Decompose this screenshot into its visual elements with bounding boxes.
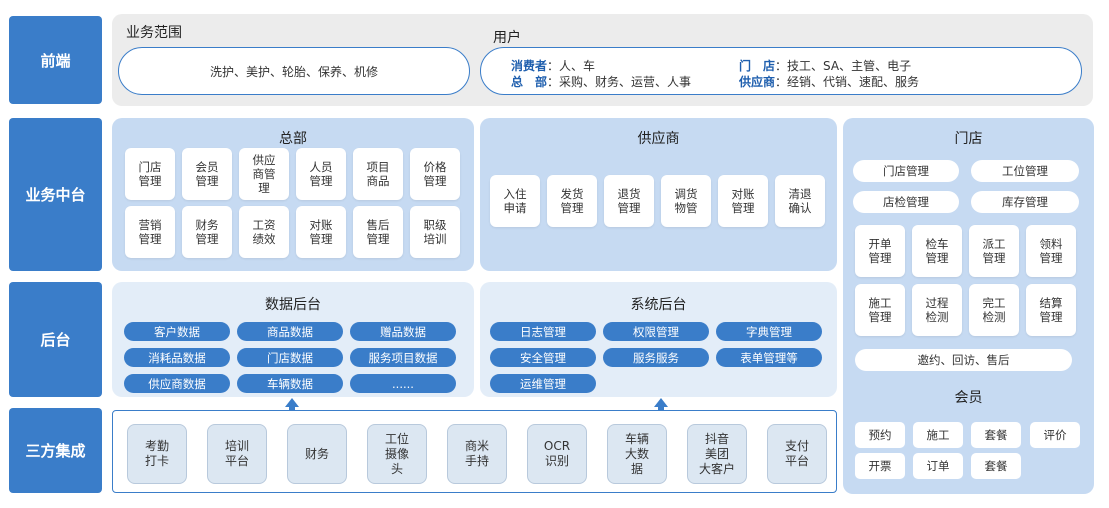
hq-panel: 总部 门店 管理会员 管理供应 商管 理人员 管理项目 商品价格 管理营销 管理… (112, 118, 474, 271)
member-item: 套餐 (971, 422, 1021, 448)
supplier-module-box: 入住 申请 (490, 175, 540, 227)
supplier-title: 供应商 (637, 131, 680, 147)
third-party-box: 商米 手持 (447, 424, 507, 484)
third-party-box: 培训 平台 (207, 424, 267, 484)
data-backend-pill: 车辆数据 (237, 374, 343, 393)
store-text: ：技工、SA、主管、电子 (775, 59, 912, 73)
hq-module-box: 对账 管理 (296, 206, 346, 258)
supplier-text: ：经销、代销、速配、服务 (775, 75, 920, 89)
data-backend-pill: 商品数据 (237, 322, 343, 341)
hq-module-box: 职级 培训 (410, 206, 460, 258)
sys-backend-pill: 权限管理 (603, 322, 709, 341)
store-bottom-pill: 邀约、回访、售后 (855, 349, 1072, 371)
store-pill: 库存管理 (971, 191, 1079, 213)
scope-box: 洗护、美护、轮胎、保养、机修 (118, 47, 470, 95)
member-item: 评价 (1030, 422, 1080, 448)
layer-label-frontend: 前端 (9, 16, 102, 104)
hq-module-box: 门店 管理 (125, 148, 175, 200)
hq-module-box: 会员 管理 (182, 148, 232, 200)
layer-label-third: 三方集成 (9, 408, 102, 493)
hq-module-box: 项目 商品 (353, 148, 403, 200)
member-item: 套餐 (971, 453, 1021, 479)
third-party-box: 考勤 打卡 (127, 424, 187, 484)
hq-line: 总 部：采购、财务、运营、人事 (511, 73, 691, 90)
store-panel: 门店 门店管理工位管理店检管理库存管理 开单 管理检车 管理派工 管理领料 管理… (843, 118, 1094, 494)
data-backend-pill: 赠品数据 (350, 322, 456, 341)
hq-module-box: 营销 管理 (125, 206, 175, 258)
store-pill: 店检管理 (853, 191, 959, 213)
user-box: 消费者：人、车 总 部：采购、财务、运营、人事 门 店：技工、SA、主管、电子 … (480, 47, 1082, 95)
store-module-box: 施工 管理 (855, 284, 905, 336)
data-backend-pill: 供应商数据 (124, 374, 230, 393)
supplier-module-box: 退货 管理 (604, 175, 654, 227)
sys-backend-pill: 字典管理 (716, 322, 822, 341)
consumer-label: 消费者 (511, 59, 548, 73)
layer-label-middle: 业务中台 (9, 118, 102, 271)
hq-module-box: 价格 管理 (410, 148, 460, 200)
store-module-box: 过程 检测 (912, 284, 962, 336)
layer-label-backend: 后台 (9, 282, 102, 397)
store-pill: 门店管理 (853, 160, 959, 182)
store-module-box: 派工 管理 (969, 225, 1019, 277)
member-item: 订单 (913, 453, 963, 479)
third-party-box: 支付 平台 (767, 424, 827, 484)
sys-backend-pill: 表单管理等 (716, 348, 822, 367)
supplier-panel: 供应商 入住 申请发货 管理退货 管理调货 物管对账 管理清退 确认 (480, 118, 837, 271)
store-line: 门 店：技工、SA、主管、电子 (739, 57, 911, 74)
member-item: 开票 (855, 453, 905, 479)
user-title: 用户 (493, 30, 521, 46)
hq-text: ：采购、财务、运营、人事 (547, 75, 692, 89)
third-party-box: 抖音 美团 大客户 (687, 424, 747, 484)
scope-title: 业务范围 (126, 25, 182, 41)
third-party-box: OCR 识别 (527, 424, 587, 484)
store-module-box: 开单 管理 (855, 225, 905, 277)
supplier-module-box: 对账 管理 (718, 175, 768, 227)
sys-backend-pill: 运维管理 (490, 374, 596, 393)
data-backend-pill: 客户数据 (124, 322, 230, 341)
sys-backend-pill: 日志管理 (490, 322, 596, 341)
supplier-module-box: 调货 物管 (661, 175, 711, 227)
data-backend-panel: 数据后台 客户数据商品数据赠品数据消耗品数据门店数据服务项目数据供应商数据车辆数… (112, 282, 474, 397)
consumer-line: 消费者：人、车 (511, 57, 595, 74)
consumer-text: ：人、车 (547, 59, 596, 73)
member-item: 预约 (855, 422, 905, 448)
store-title: 门店 (954, 131, 983, 147)
supplier-module-box: 清退 确认 (775, 175, 825, 227)
supplier-line: 供应商：经销、代销、速配、服务 (739, 73, 919, 90)
hq-label: 总 部 (511, 75, 548, 89)
sys-backend-title: 系统后台 (630, 297, 687, 313)
data-backend-pill: 服务项目数据 (350, 348, 456, 367)
data-backend-pill: 消耗品数据 (124, 348, 230, 367)
hq-module-box: 售后 管理 (353, 206, 403, 258)
store-module-box: 检车 管理 (912, 225, 962, 277)
store-module-box: 领料 管理 (1026, 225, 1076, 277)
hq-module-box: 工资 绩效 (239, 206, 289, 258)
store-pill: 工位管理 (971, 160, 1079, 182)
hq-module-box: 财务 管理 (182, 206, 232, 258)
store-module-box: 结算 管理 (1026, 284, 1076, 336)
data-backend-title: 数据后台 (265, 297, 321, 313)
third-party-box: 车辆 大数 据 (607, 424, 667, 484)
hq-module-box: 人员 管理 (296, 148, 346, 200)
member-title: 会员 (954, 390, 983, 406)
sys-backend-panel: 系统后台 日志管理权限管理字典管理安全管理服务服务表单管理等运维管理 (480, 282, 837, 397)
data-backend-pill: 门店数据 (237, 348, 343, 367)
supplier-label: 供应商 (739, 75, 776, 89)
third-party-box: 工位 摄像 头 (367, 424, 427, 484)
scope-text: 洗护、美护、轮胎、保养、机修 (209, 64, 378, 79)
member-item: 施工 (913, 422, 963, 448)
store-module-box: 完工 检测 (969, 284, 1019, 336)
hq-title: 总部 (279, 131, 307, 147)
hq-module-box: 供应 商管 理 (239, 148, 289, 200)
supplier-module-box: 发货 管理 (547, 175, 597, 227)
data-backend-pill: ...... (350, 374, 456, 393)
store-label: 门 店 (739, 59, 776, 73)
third-party-box: 财务 (287, 424, 347, 484)
sys-backend-pill: 安全管理 (490, 348, 596, 367)
sys-backend-pill: 服务服务 (603, 348, 709, 367)
